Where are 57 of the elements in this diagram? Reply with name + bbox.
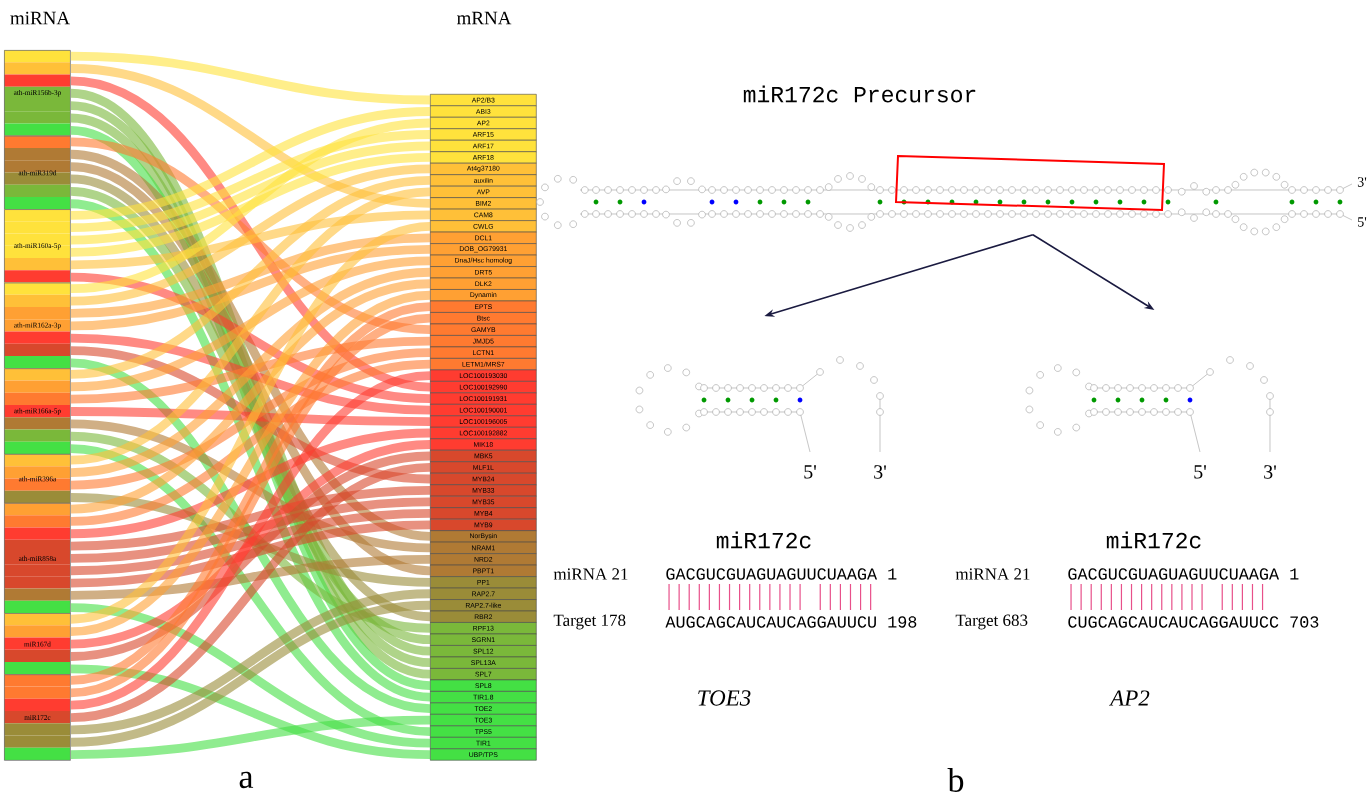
column-heading: miRNA (10, 11, 70, 25)
ribbon (70, 715, 431, 760)
strand-end-label: 5' (1194, 465, 1206, 479)
ribbon (70, 118, 431, 294)
strand-end-label: 3' (874, 465, 886, 479)
column-heading: mRNA (457, 11, 512, 25)
sequence-text: GACGUCGUAGUAGUUCUAAGA 1 (666, 568, 897, 580)
ribbon (70, 493, 431, 587)
ribbon (70, 336, 431, 404)
ribbon (70, 176, 431, 379)
strand-end-label: 5' (804, 465, 816, 479)
ribbon (70, 233, 431, 318)
ribbon (70, 153, 431, 257)
ribbon (70, 272, 431, 403)
ribbon (70, 107, 431, 220)
ribbon (70, 256, 431, 392)
sequence-text: AUGCAGCAUCAUCAGGAUUCU 198 (665, 616, 917, 628)
ribbon (70, 333, 431, 415)
sequence-label: Target 683 (955, 614, 1028, 630)
ribbon (70, 141, 431, 245)
ribbon (70, 244, 431, 331)
ribbon (70, 187, 431, 465)
ribbon (70, 497, 431, 563)
sequence-label: Target 178 (553, 614, 626, 630)
ribbon (70, 428, 431, 539)
gene-name: TOE3 (698, 690, 751, 706)
ribbon (70, 520, 431, 588)
ribbon (70, 137, 431, 335)
sequence-text: CUGCAGCAUCAUCAGGAUUCC 703 (1068, 616, 1319, 628)
sequence-label: miRNA 21 (955, 568, 1030, 580)
panel-letter: b (947, 768, 964, 792)
structure-title: miR172c Precursor (743, 85, 976, 103)
ribbon (70, 290, 431, 637)
ribbon (70, 164, 431, 306)
structure-title: miR172c (716, 531, 811, 549)
ribbon (70, 279, 431, 514)
gene-name: AP2 (1108, 690, 1150, 706)
rna-structure-drawing (1025, 356, 1274, 453)
ribbon (70, 64, 431, 208)
strand-end-label: 3' (1264, 465, 1276, 479)
ribbon (70, 419, 431, 553)
ribbon (70, 407, 431, 426)
ribbon (70, 51, 431, 105)
ribbon (70, 267, 431, 477)
ribbon (70, 554, 431, 600)
ribbon (70, 664, 431, 759)
ribbon (70, 509, 431, 576)
ribbon (70, 486, 431, 551)
panel-letter: a (239, 771, 254, 789)
ribbon (70, 359, 431, 526)
ribbon (70, 130, 431, 233)
sequence-label: miRNA 21 (553, 568, 628, 580)
ribbon (70, 210, 431, 270)
structure-title: miR172c (1106, 531, 1201, 549)
sequence-text: GACGUCGUAGUAGUUCUAAGA 1 (1068, 568, 1299, 580)
ribbon (70, 76, 431, 392)
rna-structure-drawing (635, 356, 884, 453)
